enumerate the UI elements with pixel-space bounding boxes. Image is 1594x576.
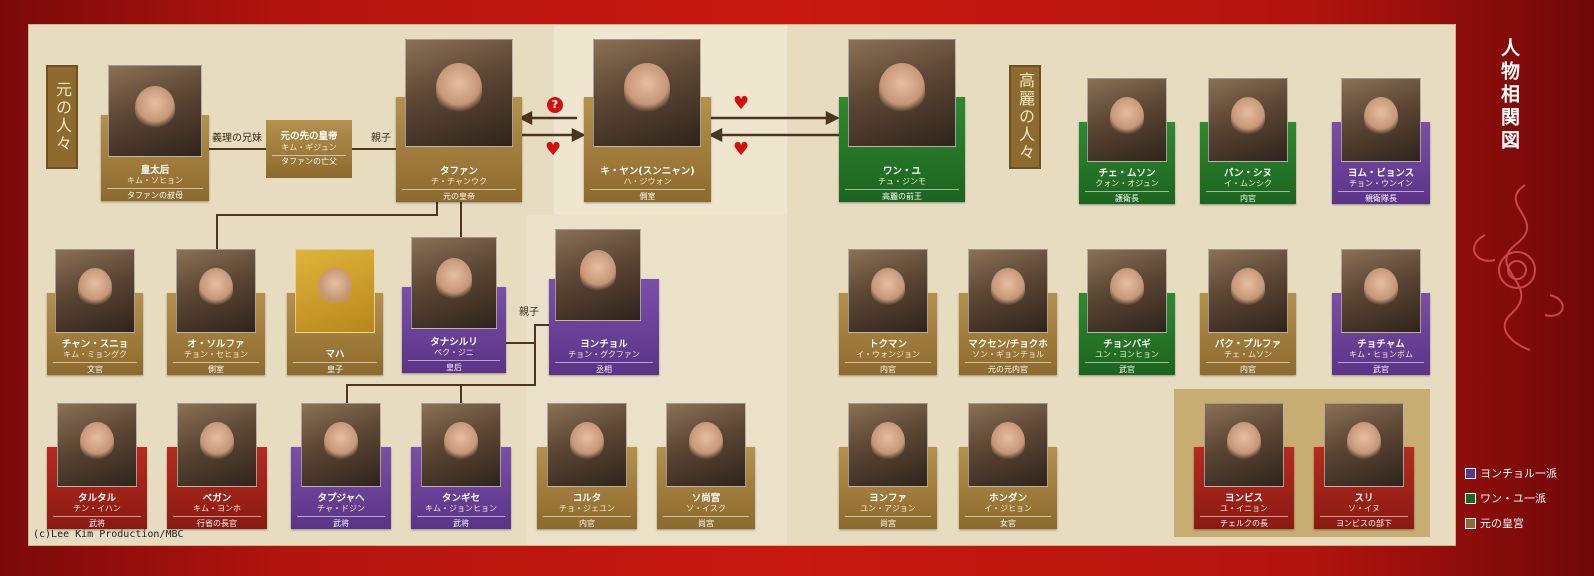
heart-icon: ♥ xyxy=(545,139,562,160)
person-card-pakupurufa: パク・プルファチェ・ムソン内官 xyxy=(1200,249,1296,375)
person-card-chemuson: チェ・ムソンクォン・オジュン護衛長 xyxy=(1079,78,1175,204)
portrait xyxy=(547,403,627,487)
portrait xyxy=(1087,249,1167,333)
connector-lines xyxy=(209,110,840,405)
relationship-board: ? ♥ ♥ ♥ 元の人々 高麗の人々 義理の兄妹 親子 親子 元の先の皇帝 キム… xyxy=(28,24,1456,546)
person-card-yonfa: ヨンファユン・アジョン尚宮 xyxy=(839,403,937,529)
heart-icon: ♥ xyxy=(733,139,750,160)
person-card-chansunho: チャン・スニョキム・ミョングク文官 xyxy=(47,249,143,375)
copyright-notice: (c)Lee Kim Production/MBC xyxy=(33,529,184,540)
previous-emperor-card: 元の先の皇帝 キム・ギジュン タファンの亡父 xyxy=(266,120,352,178)
person-card-hondan: ホンダンイ・ジヒョン女官 xyxy=(959,403,1057,529)
portrait xyxy=(593,39,701,147)
legend-item-palace: 元の皇宮 xyxy=(1465,515,1524,531)
legend-swatch-green xyxy=(1465,492,1476,504)
heart-icon: ♥ xyxy=(733,93,750,114)
portrait xyxy=(555,229,641,321)
portrait xyxy=(848,403,928,487)
person-card-sosangu: ソ尚宮ソ・イスク尚宮 xyxy=(657,403,755,529)
portrait xyxy=(55,249,135,333)
person-card-maha: マハ皇子 xyxy=(287,249,383,375)
person-card-empress-dowager: 皇太后キム・ソヒョンタファンの叔母 xyxy=(101,65,209,201)
yuan-people-label: 元の人々 xyxy=(46,65,78,169)
portrait xyxy=(968,403,1048,487)
portrait xyxy=(1208,249,1288,333)
portrait xyxy=(666,403,746,487)
portrait xyxy=(848,249,928,333)
person-card-wangyu: ワン・ユチュ・ジンモ高麗の前王 xyxy=(839,39,965,202)
person-card-yonbisu: ヨンビスユ・イニョンチェルクの長 xyxy=(1194,403,1294,529)
person-card-tangise: タンギセキム・ジョンヒョン武将 xyxy=(411,403,511,529)
previous-emperor-role: タファンの亡父 xyxy=(272,155,346,167)
person-card-makusen: マクセン/チョクホソン・ギョンチョル元の元内官 xyxy=(959,249,1057,375)
person-card-yonchoru: ヨンチョルチョン・グクファン丞相 xyxy=(549,229,659,375)
portrait xyxy=(301,403,381,487)
person-card-tapujahe: タプジャヘチャ・ドジン武将 xyxy=(291,403,391,529)
floral-ornament xyxy=(1473,184,1564,351)
relation-parent-child: 親子 xyxy=(371,133,391,144)
portrait xyxy=(295,249,375,333)
portrait xyxy=(1341,78,1421,162)
person-card-tarutaru: タルタルチン・イハン武将 xyxy=(47,403,147,529)
legend-swatch-purple xyxy=(1465,467,1476,479)
portrait xyxy=(411,237,497,329)
portrait xyxy=(1324,403,1404,487)
person-card-yompyonsu: ヨム・ビョンスチョン・ウンイン親衛隊長 xyxy=(1332,78,1430,204)
person-card-tanashiri: タナシルリペク・ジニ皇后 xyxy=(402,237,506,373)
previous-emperor-name: 元の先の皇帝 xyxy=(280,131,338,142)
person-card-suri: スリソ・イヌヨンビスの部下 xyxy=(1314,403,1414,529)
portrait xyxy=(405,39,513,147)
diagram-title: 人物相関図 xyxy=(1498,38,1520,153)
legend-item-wangyu: ワン・ユ一派 xyxy=(1465,490,1546,506)
portrait xyxy=(57,403,137,487)
person-card-osorufa: オ・ソルファチョン・セヒョン側室 xyxy=(167,249,265,375)
portrait xyxy=(1204,403,1284,487)
question-heart-icon: ? xyxy=(547,97,563,113)
previous-emperor-actor: キム・ギジュン xyxy=(281,143,337,152)
person-card-koruta: コルタチョ・ジェユン内官 xyxy=(537,403,637,529)
portrait xyxy=(1208,78,1288,162)
portrait xyxy=(176,249,256,333)
person-card-kiyan: キ・ヤン(スンニャン)ハ・ジウォン側室 xyxy=(584,39,711,202)
relation-parent-child: 親子 xyxy=(519,307,539,318)
legend-item-yonchoru: ヨンチョル一派 xyxy=(1465,465,1557,481)
portrait xyxy=(1087,78,1167,162)
person-card-chocham: チョチャムキム・ヒョンボム武官 xyxy=(1332,249,1430,375)
person-card-chonpagi: チョンバギユン・ヨンヒョン武官 xyxy=(1079,249,1175,375)
person-card-pegan: ベガンキム・ヨンホ行省の長官 xyxy=(167,403,267,529)
portrait xyxy=(848,39,956,147)
person-card-tokuman: トクマンイ・ウォンジョン内官 xyxy=(839,249,937,375)
portrait xyxy=(421,403,501,487)
goryeo-people-label: 高麗の人々 xyxy=(1009,65,1041,169)
portrait xyxy=(108,65,202,157)
person-card-tafan: タファンチ・チャンウク元の皇帝 xyxy=(396,39,522,202)
portrait xyxy=(177,403,257,487)
relation-sibling: 義理の兄妹 xyxy=(212,133,262,144)
person-card-pansinu: パン・シヌイ・ムンシク内官 xyxy=(1200,78,1296,204)
portrait xyxy=(1341,249,1421,333)
legend-swatch-gold xyxy=(1465,517,1476,529)
portrait xyxy=(968,249,1048,333)
